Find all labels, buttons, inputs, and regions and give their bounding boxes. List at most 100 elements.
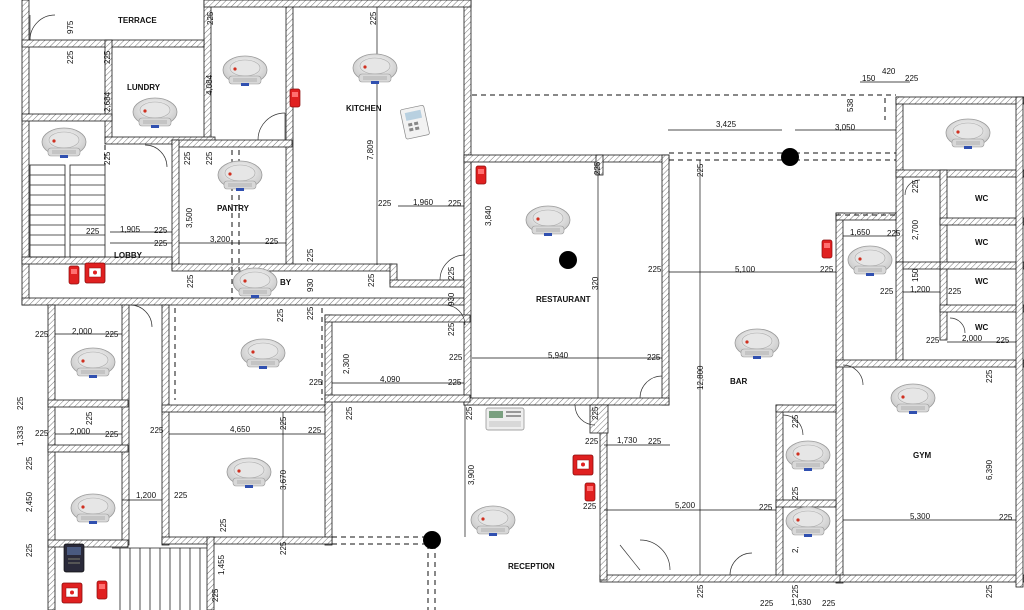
dimension-label: 2,000 xyxy=(962,334,983,343)
smoke-detector-icon xyxy=(785,506,831,538)
dimension-label: 225 xyxy=(822,599,836,608)
dimension-label: 225 xyxy=(219,518,228,532)
dimension-label: 975 xyxy=(66,20,75,34)
smoke-detector-icon xyxy=(132,97,178,129)
dimension-label: 6,390 xyxy=(985,459,994,480)
dimension-lines xyxy=(55,7,1016,575)
dimension-label: 930 xyxy=(306,278,315,292)
junction-point-icon xyxy=(781,148,799,166)
dimension-label: 225 xyxy=(279,416,288,430)
room-label-kitchen: KITCHEN xyxy=(346,104,382,113)
room-label-pantry: PANTRY xyxy=(217,204,250,213)
dimension-label: 225 xyxy=(205,151,214,165)
dimension-label: 225 xyxy=(186,274,195,288)
dimension-label: 225 xyxy=(999,513,1013,522)
dimension-label: 225 xyxy=(206,11,215,25)
dimension-label: 225 xyxy=(174,491,188,500)
dimension-label: 225 xyxy=(103,151,112,165)
dimension-label: 225 xyxy=(985,369,994,383)
dimension-label: 225 xyxy=(85,411,94,425)
dimension-label: 225 xyxy=(16,396,25,410)
smoke-detector-icon xyxy=(41,127,87,159)
dimension-label: 1,960 xyxy=(413,198,434,207)
dimension-label: 1,730 xyxy=(617,436,638,445)
dimension-label: 225 xyxy=(308,426,322,435)
dimension-label: 930 xyxy=(447,292,456,306)
dimension-label: 225 xyxy=(265,237,279,246)
alarm-sounder-icon xyxy=(821,239,833,259)
dimension-label: 4,090 xyxy=(380,375,401,384)
dimension-label: 2,450 xyxy=(25,491,34,512)
manual-call-point-icon xyxy=(84,262,106,284)
doors xyxy=(29,14,966,576)
dimension-label: 225 xyxy=(887,229,901,238)
dimension-label: 2,000 xyxy=(72,327,93,336)
alarm-sounder-icon xyxy=(475,165,487,185)
dimension-label: 2,684 xyxy=(103,91,112,112)
dimension-label: 225 xyxy=(150,426,164,435)
dimension-label: 225 xyxy=(367,273,376,287)
dimension-label: 320 xyxy=(591,276,600,290)
smoke-detector-icon xyxy=(470,505,516,537)
manual-call-point-icon xyxy=(572,454,594,476)
dimension-label: 3,670 xyxy=(279,469,288,490)
dimension-label: 5,200 xyxy=(675,501,696,510)
manual-call-point-icon xyxy=(61,582,83,604)
dimension-label: 3,050 xyxy=(835,123,856,132)
smoke-detector-icon xyxy=(222,55,268,87)
dimension-label: 420 xyxy=(882,67,896,76)
dimension-label: 225 xyxy=(276,308,285,322)
fire-alarm-panel-icon xyxy=(400,105,430,140)
dimension-label: 225 xyxy=(448,199,462,208)
dimension-label: 3,840 xyxy=(484,205,493,226)
dimension-label: 538 xyxy=(846,98,855,112)
dimension-label: 225 xyxy=(820,265,834,274)
dimension-label: 225 xyxy=(25,543,34,557)
dimension-label: 225 xyxy=(791,414,800,428)
dimension-label: 1,455 xyxy=(217,554,226,575)
dimension-label: 225 xyxy=(465,406,474,420)
room-label-wc: WC xyxy=(975,238,989,247)
smoke-detector-icon xyxy=(217,160,263,192)
dimension-label: 7,809 xyxy=(366,139,375,160)
dimension-label: 2, xyxy=(791,546,800,553)
smoke-detector-icon xyxy=(70,347,116,379)
dimension-label: 225 xyxy=(345,406,354,420)
dimension-label: 225 xyxy=(35,429,49,438)
room-label-gym: GYM xyxy=(913,451,932,460)
smoke-detector-icon xyxy=(525,205,571,237)
smoke-detector-icon xyxy=(847,245,893,277)
dimension-label: 12,800 xyxy=(696,365,705,390)
dimension-label: 225 xyxy=(696,584,705,598)
dimension-label: 225 xyxy=(593,161,602,175)
dimension-label: 225 xyxy=(648,437,662,446)
room-label-lobby-partial: BY xyxy=(280,278,292,287)
dimension-label: 1,630 xyxy=(791,598,812,607)
dimension-label: 225 xyxy=(447,322,456,336)
dimension-label: 225 xyxy=(791,486,800,500)
dimension-label: 225 xyxy=(35,330,49,339)
smoke-detector-icon xyxy=(352,53,398,85)
walls xyxy=(21,0,1024,610)
dimension-label: 225 xyxy=(996,336,1010,345)
dimension-label: 225 xyxy=(926,336,940,345)
dimension-label: 3,500 xyxy=(185,207,194,228)
dimension-label: 225 xyxy=(25,456,34,470)
dimension-label: 225 xyxy=(279,541,288,555)
dimension-label: 225 xyxy=(154,226,168,235)
dimension-label: 225 xyxy=(448,378,462,387)
room-label-wc: WC xyxy=(975,277,989,286)
dimension-label: 225 xyxy=(647,353,661,362)
alarm-sounder-icon xyxy=(584,482,596,502)
smoke-detector-icon xyxy=(226,457,272,489)
dimension-label: 225 xyxy=(86,227,100,236)
junction-point-icon xyxy=(559,251,577,269)
dimension-label: 225 xyxy=(760,599,774,608)
dimension-label: 1,200 xyxy=(910,285,931,294)
dimension-label: 225 xyxy=(369,11,378,25)
dimension-label: 225 xyxy=(66,50,75,64)
fire-alarm-panel-icon xyxy=(485,407,525,431)
dimension-label: 225 xyxy=(648,265,662,274)
dimension-label: 1,650 xyxy=(850,228,871,237)
dimension-label: 225 xyxy=(103,50,112,64)
